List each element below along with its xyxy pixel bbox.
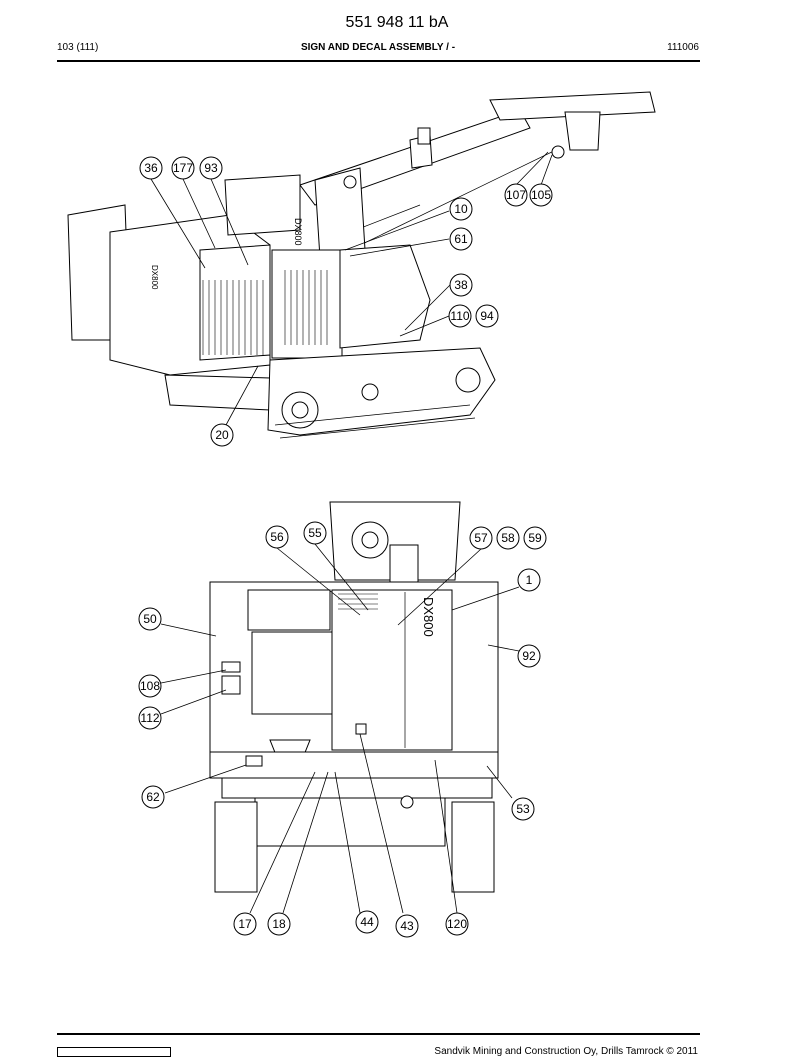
figure-isometric-view: DX800 DX800 36 177 93 107 105 10 61 38 1…	[67, 91, 656, 447]
callout-17: 17	[233, 912, 257, 936]
callout-177: 177	[171, 156, 195, 180]
callout-53: 53	[511, 797, 535, 821]
figure-rear-view: DX800 56 55 57 58 59 1 50 92 108 112 62 …	[138, 501, 547, 938]
callout-107: 107	[504, 183, 528, 207]
svg-text:112: 112	[140, 711, 159, 725]
svg-text:110: 110	[450, 309, 469, 323]
page-title: SIGN AND DECAL ASSEMBLY / -	[300, 42, 456, 53]
callout-112: 112	[138, 706, 162, 730]
leader-lines	[150, 151, 553, 426]
svg-text:18: 18	[272, 917, 286, 931]
sandvik-logo	[57, 1047, 171, 1057]
boom-drawing	[299, 91, 656, 259]
svg-text:108: 108	[140, 679, 160, 693]
callout-105: 105	[529, 183, 553, 207]
callout-57: 57	[469, 526, 493, 550]
svg-text:20: 20	[215, 428, 229, 442]
svg-text:53: 53	[516, 802, 530, 816]
svg-text:107: 107	[506, 188, 526, 202]
svg-text:92: 92	[522, 649, 536, 663]
svg-text:43: 43	[400, 919, 414, 933]
svg-text:50: 50	[143, 612, 157, 626]
model-decal-rear: DX800	[421, 597, 436, 637]
page-number: 103 (111)	[57, 42, 99, 53]
callout-58: 58	[496, 526, 520, 550]
section-code: 111006	[667, 42, 699, 53]
svg-text:62: 62	[146, 790, 160, 804]
power-pack-drawing	[67, 174, 431, 376]
rear-view-drawing	[209, 501, 499, 893]
callout-94: 94	[475, 304, 499, 328]
callout-56: 56	[265, 525, 289, 549]
callout-55: 55	[303, 521, 327, 545]
document-number: 551 948 11 bA	[345, 14, 449, 31]
rear-leader-lines	[160, 543, 520, 914]
model-decal-upper: DX800	[293, 218, 303, 246]
svg-text:10: 10	[454, 202, 468, 216]
callout-10: 10	[449, 197, 473, 221]
svg-text:105: 105	[531, 188, 551, 202]
svg-text:36: 36	[144, 161, 158, 175]
header-rule	[57, 60, 700, 62]
callout-92: 92	[517, 644, 541, 668]
callout-20: 20	[210, 423, 234, 447]
footer-rule	[57, 1033, 700, 1035]
callout-61: 61	[449, 227, 473, 251]
svg-text:94: 94	[480, 309, 494, 323]
svg-text:61: 61	[454, 232, 468, 246]
svg-text:59: 59	[528, 531, 542, 545]
footer-copyright: Sandvik Mining and Construction Oy, Dril…	[434, 1046, 698, 1057]
svg-text:120: 120	[447, 917, 467, 931]
svg-text:56: 56	[270, 530, 284, 544]
svg-text:44: 44	[360, 915, 374, 929]
callout-44: 44	[355, 910, 379, 934]
callout-1: 1	[517, 568, 541, 592]
model-decal-side: DX800	[150, 265, 159, 290]
rear-grille-lines	[338, 593, 378, 610]
svg-text:55: 55	[308, 526, 322, 540]
svg-text:93: 93	[204, 161, 218, 175]
callout-62: 62	[141, 785, 165, 809]
callout-93: 93	[199, 156, 223, 180]
svg-text:177: 177	[173, 161, 193, 175]
svg-text:17: 17	[238, 917, 252, 931]
callout-18: 18	[267, 912, 291, 936]
callout-50: 50	[138, 607, 162, 631]
svg-text:58: 58	[501, 531, 515, 545]
callout-43: 43	[395, 914, 419, 938]
callout-38: 38	[449, 273, 473, 297]
callout-120: 120	[445, 912, 469, 936]
callout-36: 36	[139, 156, 163, 180]
svg-text:57: 57	[474, 531, 488, 545]
svg-text:38: 38	[454, 278, 468, 292]
callout-108: 108	[138, 674, 162, 698]
grille-lines	[202, 270, 328, 355]
svg-text:1: 1	[526, 573, 533, 587]
crawler-track-drawing	[164, 347, 496, 439]
callout-59: 59	[523, 526, 547, 550]
callout-110: 110	[448, 304, 472, 328]
